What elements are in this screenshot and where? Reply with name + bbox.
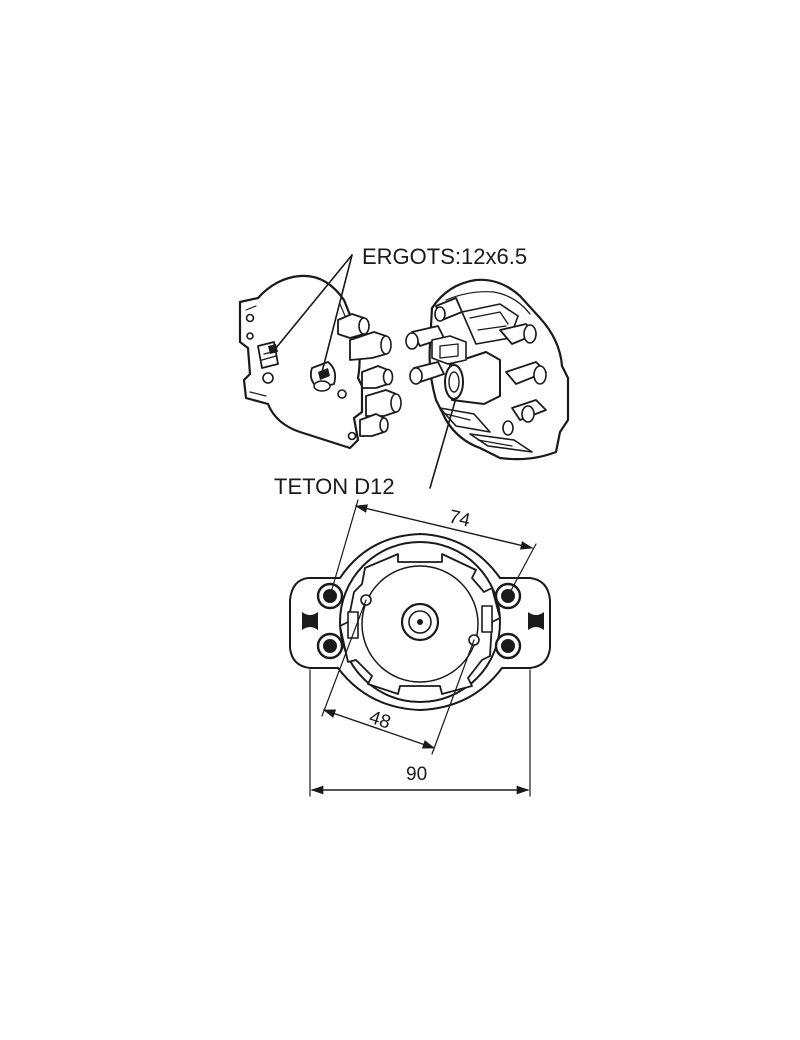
right-part-view xyxy=(405,278,570,461)
left-part-view xyxy=(238,274,402,450)
front-view xyxy=(289,533,551,711)
dimension-48-label: 48 xyxy=(366,707,393,734)
dimension-74: 74 xyxy=(329,499,537,597)
dimension-90: 90 xyxy=(309,669,531,797)
dimension-90-label: 90 xyxy=(406,764,427,785)
teton-callout: TETON D12 xyxy=(274,397,457,499)
teton-label: TETON D12 xyxy=(274,474,395,499)
dimension-74-label: 74 xyxy=(447,506,473,531)
ergots-label: ERGOTS:12x6.5 xyxy=(362,244,527,269)
ergots-callout: ERGOTS:12x6.5 xyxy=(275,244,527,373)
